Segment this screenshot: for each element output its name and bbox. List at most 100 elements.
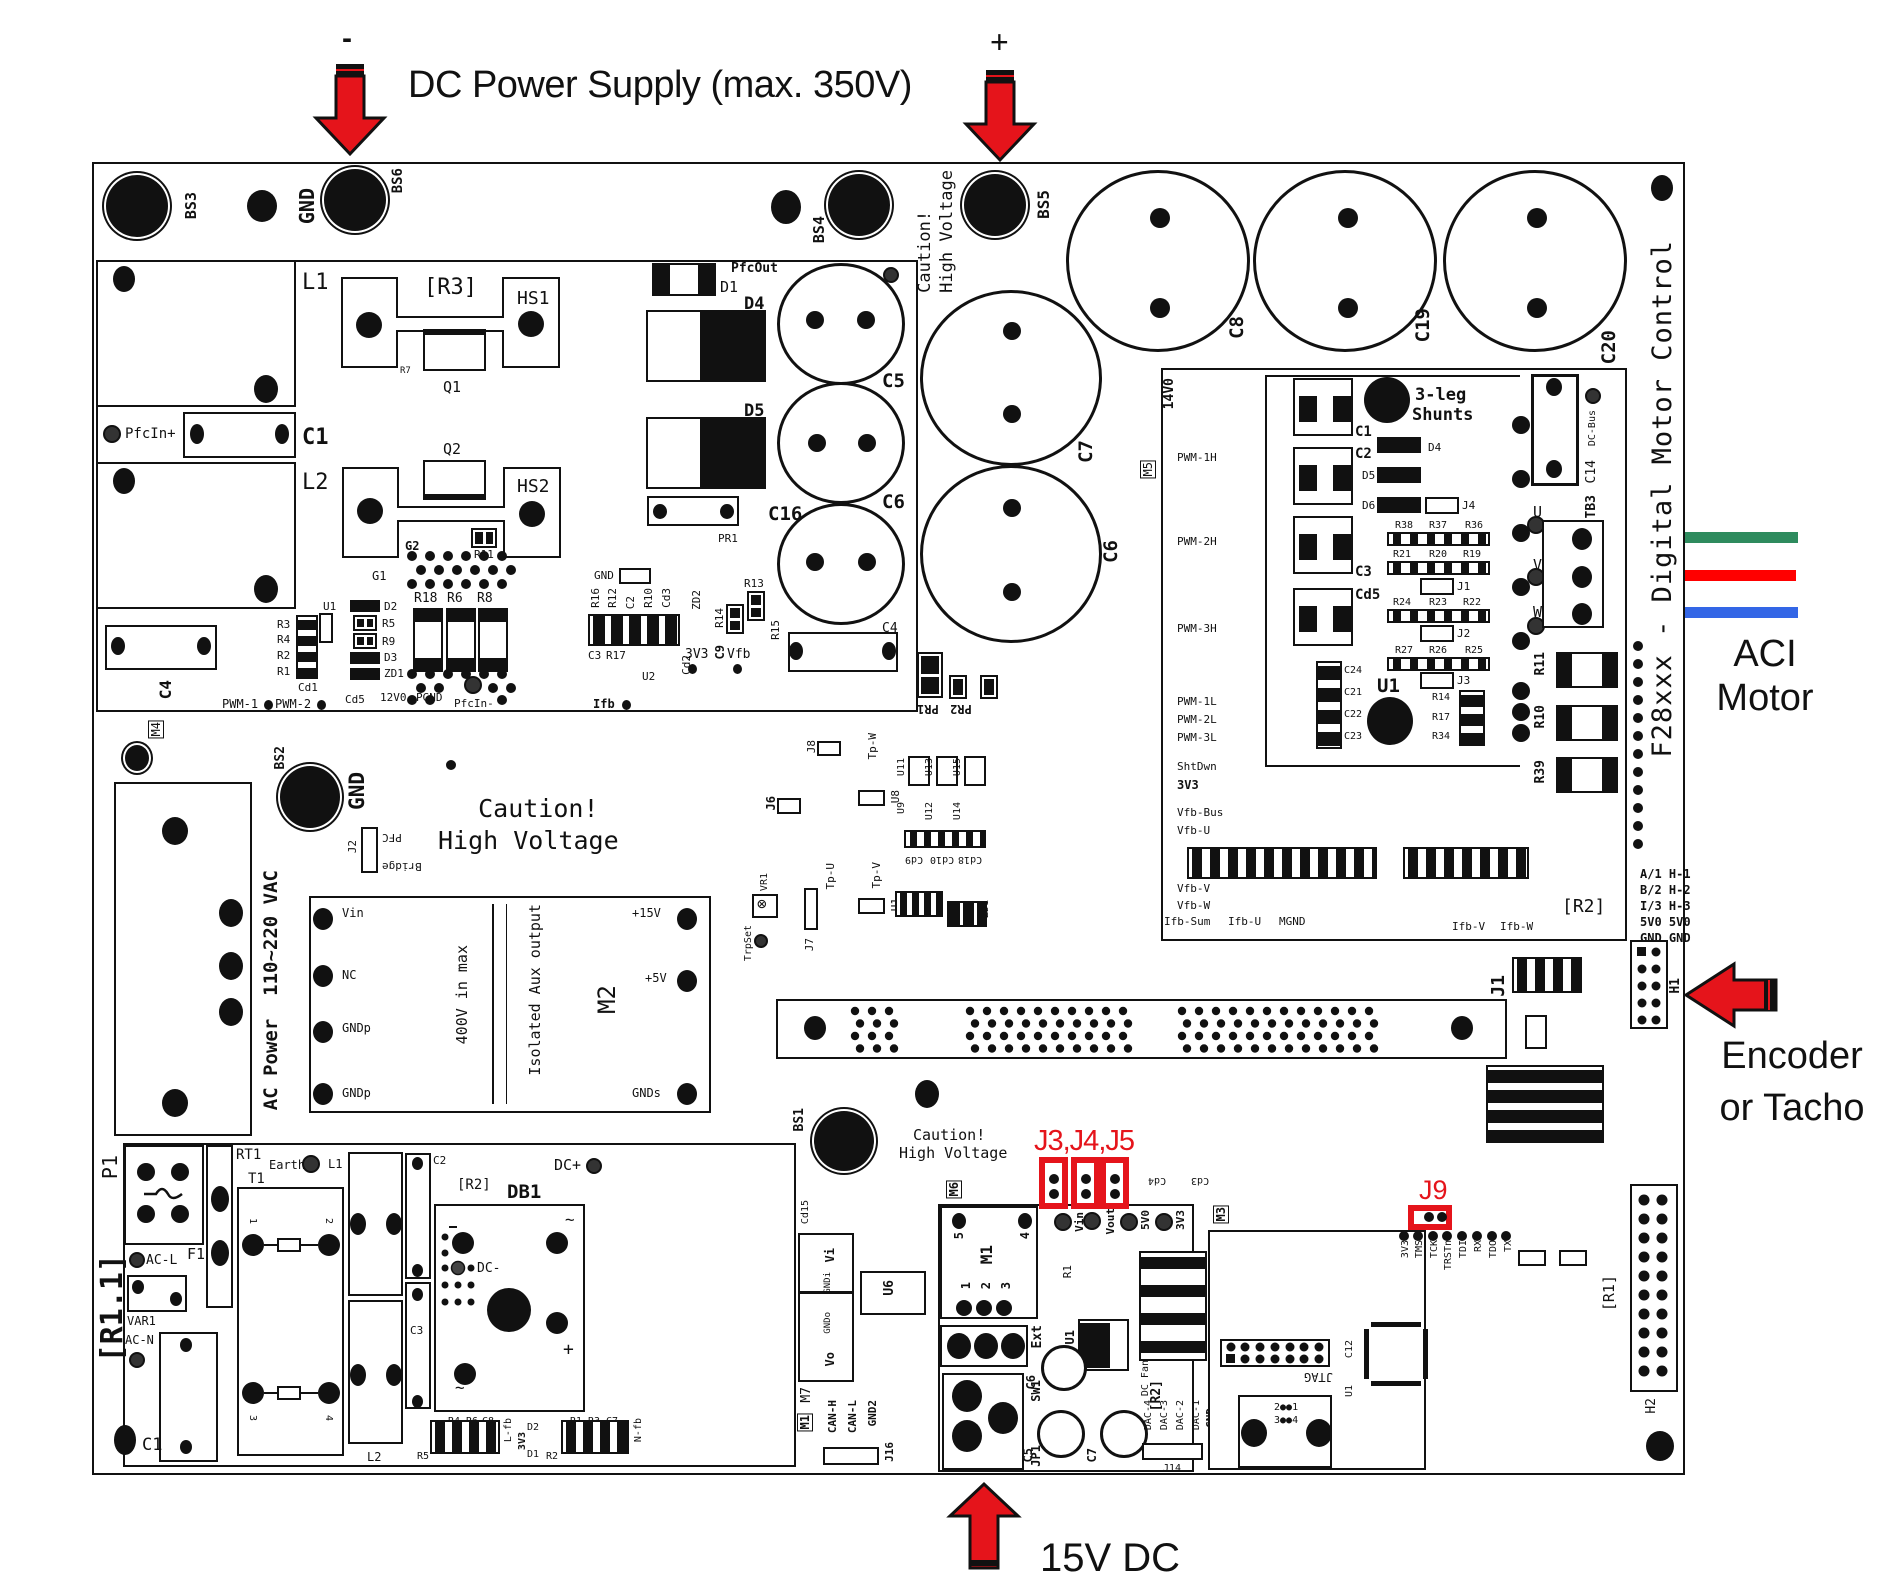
l1-ac-label: L1 bbox=[328, 1157, 343, 1171]
j1-pin bbox=[965, 1006, 975, 1016]
j1-mount-left bbox=[804, 1016, 826, 1040]
vr1-trimmer bbox=[752, 894, 778, 918]
encoder-u4 bbox=[1525, 1015, 1547, 1049]
c-small-block bbox=[1316, 661, 1342, 749]
jumper-j4-highlight[interactable] bbox=[1071, 1157, 1100, 1209]
h2-pin bbox=[1638, 1251, 1650, 1263]
fuse-holder-p1 bbox=[124, 1145, 204, 1245]
j1-pin bbox=[1118, 1031, 1128, 1041]
pin-vfb-w-label: Vfb-W bbox=[1177, 899, 1211, 912]
h2-pin bbox=[1638, 1270, 1650, 1282]
fb-l-fb: L-fb bbox=[503, 1418, 514, 1443]
t1-pin-4: 4 bbox=[323, 1414, 335, 1422]
motor-wire-u bbox=[1588, 532, 1798, 543]
test-vin-label: Vin bbox=[1073, 1212, 1086, 1232]
jtag-test-points bbox=[1399, 1231, 1511, 1241]
h2-pins bbox=[1638, 1194, 1668, 1377]
shunt-cd5-label: Cd5 bbox=[1355, 587, 1381, 603]
m2-gndp2-label: GNDp bbox=[342, 1086, 371, 1100]
r15-label: R15 bbox=[769, 620, 782, 640]
tp-u-label: Tp-U bbox=[824, 863, 837, 890]
j1-pin bbox=[850, 1031, 860, 1041]
board-title: F28xxx - Digital Motor Control bbox=[1647, 240, 1678, 758]
r14-label: R14 bbox=[713, 608, 726, 628]
tp-v-label: Tp-V bbox=[870, 862, 883, 889]
shunts-label-1: 3-leg bbox=[1415, 385, 1467, 405]
j1-pin bbox=[1330, 1006, 1340, 1016]
dac-header-j14 bbox=[1142, 1443, 1203, 1460]
cd5-label: Cd5 bbox=[345, 693, 365, 706]
c5-label: C5 bbox=[882, 370, 905, 392]
caution-mid-2: High Voltage bbox=[438, 826, 619, 855]
m2-pin-vin bbox=[313, 908, 333, 930]
m2-pin-gnds bbox=[677, 1083, 697, 1105]
shunt-r6-label: R6 bbox=[447, 591, 463, 606]
encoder-line2: or Tacho bbox=[1719, 1087, 1865, 1129]
var1-pin bbox=[170, 1292, 182, 1306]
header-pin-column bbox=[1633, 641, 1643, 849]
j1-pin bbox=[1038, 1044, 1048, 1053]
l1-label: L1 bbox=[302, 270, 329, 295]
capacitor-c2-ac bbox=[405, 1153, 431, 1279]
m4-label: M4 bbox=[148, 720, 164, 739]
j1-pin bbox=[1216, 1019, 1226, 1028]
encoder-line1: Encoder bbox=[1721, 1035, 1863, 1077]
hs1-label: HS1 bbox=[517, 288, 550, 309]
pin-pwm-3h-label: PWM-3H bbox=[1177, 622, 1217, 635]
bridge-jumper-label: Bridge bbox=[382, 860, 422, 873]
j2-inv-label: J2 bbox=[1457, 627, 1471, 640]
c16-pin bbox=[806, 553, 824, 571]
j1-pin bbox=[1101, 1006, 1111, 1016]
t1-pin-1: 1 bbox=[247, 1217, 259, 1225]
l1-pin bbox=[113, 266, 135, 292]
h2-pin bbox=[1638, 1213, 1650, 1225]
c14-label: C14 bbox=[1584, 460, 1599, 484]
inverter-rail bbox=[1265, 375, 1267, 765]
m2-5v-label: +5V bbox=[645, 971, 667, 985]
small-via bbox=[446, 760, 456, 770]
dc-fan-label: DC Fan bbox=[1140, 1360, 1151, 1397]
res-row-1a: R38 bbox=[1395, 520, 1414, 531]
phase-pin-32 bbox=[1512, 703, 1530, 721]
inverter-rail-top bbox=[1265, 375, 1520, 377]
j1-pin bbox=[1016, 1031, 1026, 1041]
res-block-analog bbox=[895, 891, 943, 917]
j1-pin bbox=[1279, 1006, 1289, 1016]
cd1-label: Cd1 bbox=[298, 681, 318, 694]
pr1-label: PR1 bbox=[718, 532, 738, 545]
ic-u15 bbox=[964, 756, 986, 786]
u15-label: U15 bbox=[952, 758, 963, 777]
r17-label: R17 bbox=[606, 649, 626, 662]
ext-pin bbox=[947, 1333, 971, 1359]
pin-shtdwn-label: ShtDwn bbox=[1177, 760, 1217, 773]
pr1-pin bbox=[720, 504, 734, 519]
pin-ifb-w-label: Ifb-W bbox=[1500, 920, 1534, 933]
ac-pin bbox=[219, 952, 243, 980]
jumper-j5-highlight[interactable] bbox=[1100, 1157, 1129, 1209]
gnd-top-label: GND bbox=[295, 188, 319, 225]
c8-pin bbox=[1150, 298, 1170, 318]
jumper-j4 bbox=[1425, 497, 1459, 514]
h2-pin bbox=[1656, 1365, 1668, 1377]
c9-label: C9 bbox=[713, 645, 727, 660]
c4b-pin bbox=[882, 642, 896, 660]
shunt-c2-label: C2 bbox=[1355, 446, 1372, 462]
j1-pin bbox=[987, 1019, 997, 1028]
jumper-j9-highlight[interactable] bbox=[1408, 1205, 1452, 1230]
pin-ifb bbox=[622, 700, 631, 710]
encoder-arrow-icon bbox=[1683, 961, 1778, 1029]
m2-desc-1: 400V in max bbox=[453, 945, 471, 1045]
test-5v0-label: 5V0 bbox=[1139, 1210, 1152, 1230]
j1-pin bbox=[1313, 1006, 1323, 1016]
ac-pin bbox=[219, 899, 243, 927]
jumper-j3-highlight[interactable] bbox=[1039, 1157, 1068, 1209]
j1-pin bbox=[1182, 1044, 1192, 1053]
d2-diode bbox=[350, 600, 380, 612]
u1-label: U1 bbox=[323, 600, 337, 613]
m1-pin-2 bbox=[976, 1300, 992, 1316]
dac-2-label: DAC-2 bbox=[1175, 1400, 1186, 1431]
mount-hole-bs3 bbox=[104, 173, 170, 239]
dc-minus-label: DC- bbox=[477, 1261, 501, 1276]
zd1-diode bbox=[350, 668, 380, 680]
j7-label: J7 bbox=[803, 938, 816, 952]
